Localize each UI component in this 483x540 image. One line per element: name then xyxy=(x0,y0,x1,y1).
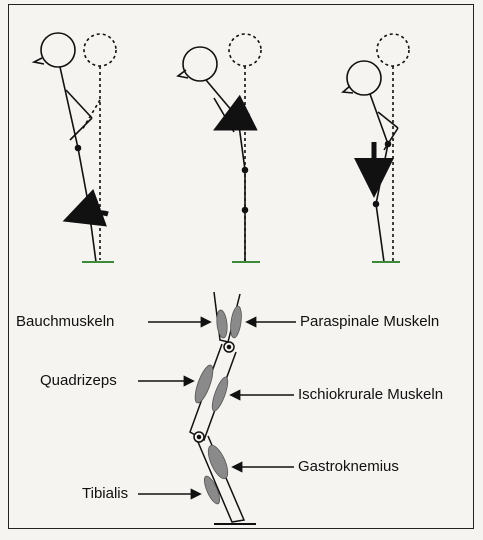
label-ischiokrurale-muskeln: Ischiokrurale Muskeln xyxy=(298,387,443,403)
label-tibialis: Tibialis xyxy=(82,486,128,502)
hamstring-muscle-shape xyxy=(209,375,231,412)
stick-figure-hip-strategy xyxy=(178,34,261,262)
label-paraspinale-muskeln: Paraspinale Muskeln xyxy=(300,314,439,330)
tibialis-muscle-shape xyxy=(201,474,222,505)
label-quadrizeps: Quadrizeps xyxy=(40,373,117,389)
gastrocnemius-muscle-shape xyxy=(204,443,231,482)
label-gastroknemius: Gastroknemius xyxy=(298,459,399,475)
abdominal-muscle-shape xyxy=(216,310,229,339)
label-bauchmuskeln: Bauchmuskeln xyxy=(16,314,114,330)
quadriceps-muscle-shape xyxy=(192,363,217,405)
paraspinal-muscle-shape xyxy=(229,305,243,338)
stick-figure-ankle-strategy xyxy=(34,33,116,262)
